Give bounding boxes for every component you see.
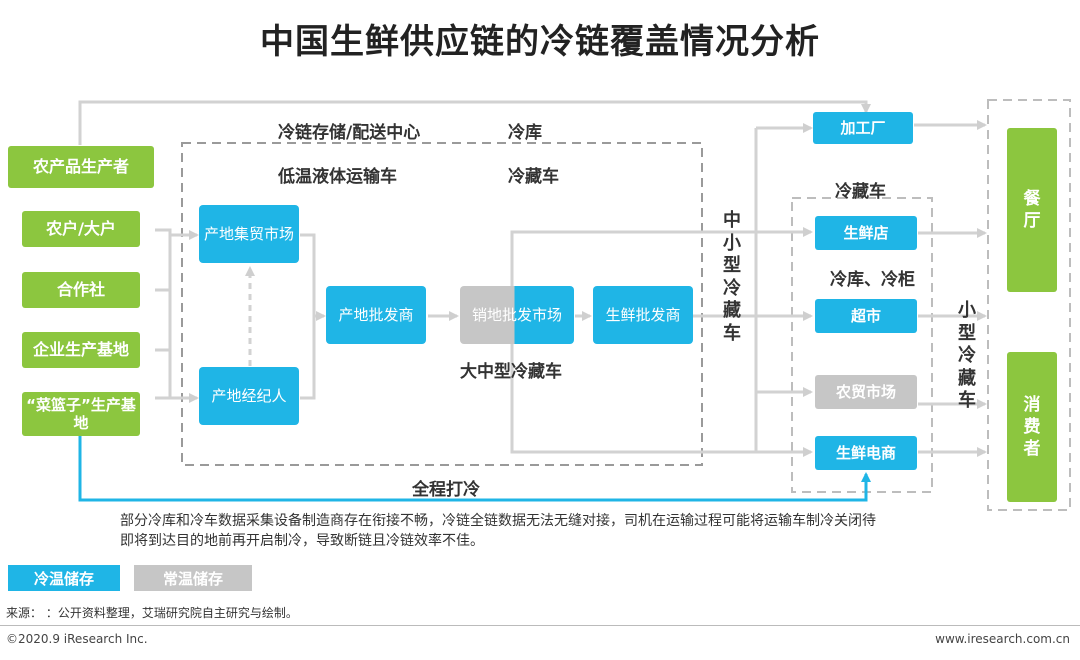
label-full-cold-chain: 全程打冷 [412, 480, 480, 500]
storage-center-box [181, 142, 703, 466]
label-mid-large-truck: 大中型冷藏车 [460, 362, 562, 382]
website-text: www.iresearch.com.cn [935, 632, 1070, 646]
copyright-text: ©2020.9 iResearch Inc. [6, 632, 148, 646]
wire-sales-loop-down [510, 316, 813, 457]
label-liquid-truck: 低温液体运输车 [278, 167, 397, 187]
source-text: 来源： ：公开资料整理，艾瑞研究院自主研究与绘制。 [6, 606, 298, 620]
node-farmers-market: 农贸市场 [815, 375, 917, 409]
wire-full-cold-chain [78, 436, 871, 502]
retail-box [791, 197, 933, 493]
node-supermarket: 超市 [815, 299, 917, 333]
node-cooperative: 合作社 [22, 272, 140, 308]
legend-cold-storage: 冷温储存 [8, 565, 120, 591]
node-fresh-ecommerce: 生鲜电商 [815, 436, 917, 470]
label-small-truck: 小型冷藏车 [958, 300, 976, 411]
node-origin-broker: 产地经纪人 [199, 367, 299, 425]
node-consumer: 消费者 [1007, 352, 1057, 502]
node-fresh-store: 生鲜店 [815, 216, 917, 250]
consumer-box [987, 99, 1071, 511]
wire-market-wholesale [300, 233, 316, 400]
node-vegetable-base: “菜篮子”生产基地 [22, 392, 140, 436]
node-fresh-wholesale: 生鲜批发商 [593, 286, 693, 344]
page-title: 中国生鲜供应链的冷链覆盖情况分析 [260, 22, 820, 62]
wire-sources-bus [155, 228, 172, 400]
footer-divider [0, 625, 1080, 626]
node-restaurant: 餐厅 [1007, 128, 1057, 292]
wire-sources-bus-links [155, 288, 170, 352]
label-retail-truck: 冷藏车 [835, 182, 886, 202]
node-processing-plant: 加工厂 [813, 112, 913, 144]
label-reefer-truck: 冷藏车 [508, 167, 559, 187]
node-sales-market: 销地批发市场 [460, 286, 574, 344]
node-producer: 农产品生产者 [8, 146, 154, 188]
node-origin-wholesale: 产地批发商 [326, 286, 426, 344]
label-storage-center: 冷链存储/配送中心 [278, 123, 421, 143]
wire-producer-processing [78, 100, 871, 145]
legend-normal-storage: 常温储存 [134, 565, 252, 591]
note-text: 部分冷库和冷车数据采集设备制造商存在衔接不畅，冷链全链数据无法无缝对接，司机在运… [120, 513, 876, 549]
node-origin-market: 产地集贸市场 [199, 205, 299, 263]
node-enterprise-base: 企业生产基地 [22, 332, 140, 368]
node-farmer: 农户/大户 [22, 211, 140, 247]
label-mid-small-truck: 中小型冷藏车 [723, 210, 741, 344]
label-cold-storage: 冷库 [508, 123, 542, 143]
label-cold-cabinet: 冷库、冷柜 [830, 270, 915, 290]
